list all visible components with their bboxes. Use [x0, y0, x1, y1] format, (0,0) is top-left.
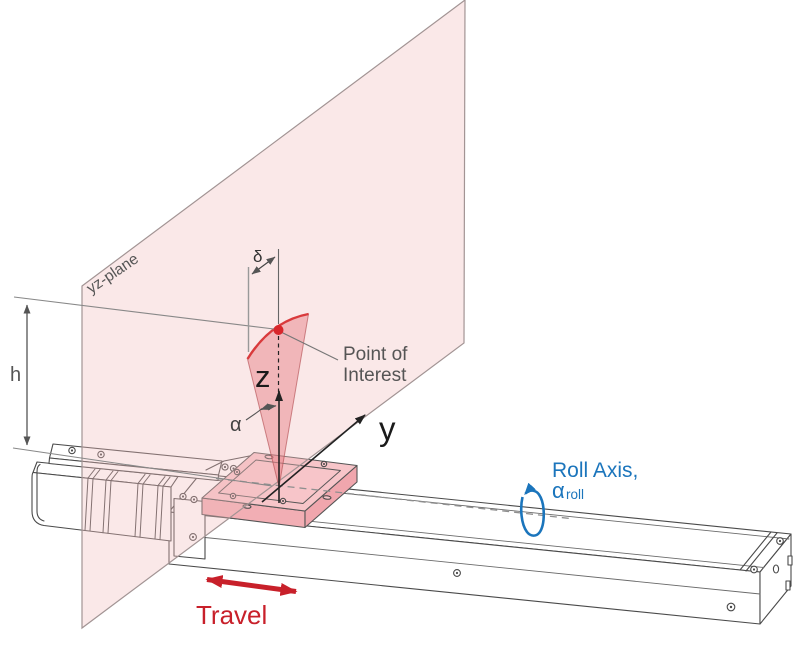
endcap-screws	[750, 537, 784, 574]
travel-arrow	[205, 575, 298, 596]
rail-front-screw-dot	[455, 571, 459, 575]
motor-bands	[84, 468, 171, 541]
roll-axis-label: Roll Axis,	[552, 459, 638, 482]
travel-annotation: Travel	[196, 575, 298, 630]
h-dimension: h	[10, 296, 275, 487]
endcap-line-1	[739, 531, 772, 571]
poi-dot	[273, 325, 284, 335]
endcap-line-2	[745, 532, 778, 572]
poi-label-line2: Interest	[343, 365, 407, 386]
carriage-top-inset-line	[218, 459, 341, 504]
poi-label-line1: Point of	[343, 344, 408, 365]
bracket-plate-screws	[68, 446, 105, 459]
carriage-screws	[229, 454, 332, 509]
yz-plane-surface	[81, 0, 466, 630]
z-axis: z	[255, 336, 283, 503]
roll-rotation-arrow	[519, 482, 546, 537]
delta-dim-arrow	[251, 256, 276, 275]
roll-rotation: Roll Axis, α roll	[519, 459, 638, 537]
alpha-angle-arrow	[260, 403, 277, 411]
delta-dimension: δ	[247, 247, 280, 352]
travel-label: Travel	[196, 600, 267, 630]
motor-end-inner-line	[36, 463, 45, 522]
alpha-label: α	[230, 414, 242, 436]
h-ext-line-bottom	[12, 447, 273, 487]
rail-front-chamfer-line	[204, 537, 761, 595]
poi-leader-line	[281, 331, 339, 361]
h-ext-line-top	[13, 296, 275, 330]
alpha-angle: α	[230, 403, 277, 436]
y-axis: y	[261, 410, 396, 503]
roll-alpha-subscript: roll	[566, 487, 584, 502]
h-label: h	[10, 364, 21, 386]
delta-label: δ	[253, 247, 262, 266]
end-face-details	[726, 555, 793, 612]
roll-alpha-label: α	[552, 478, 565, 503]
motor-front-face	[31, 471, 172, 542]
z-axis-label: z	[255, 359, 271, 394]
y-axis-label: y	[379, 410, 396, 447]
motor	[31, 461, 179, 542]
rail-end-face	[759, 533, 792, 625]
mount-step-line	[205, 454, 253, 471]
linear-stage	[31, 443, 793, 625]
y-axis-line	[261, 414, 366, 503]
